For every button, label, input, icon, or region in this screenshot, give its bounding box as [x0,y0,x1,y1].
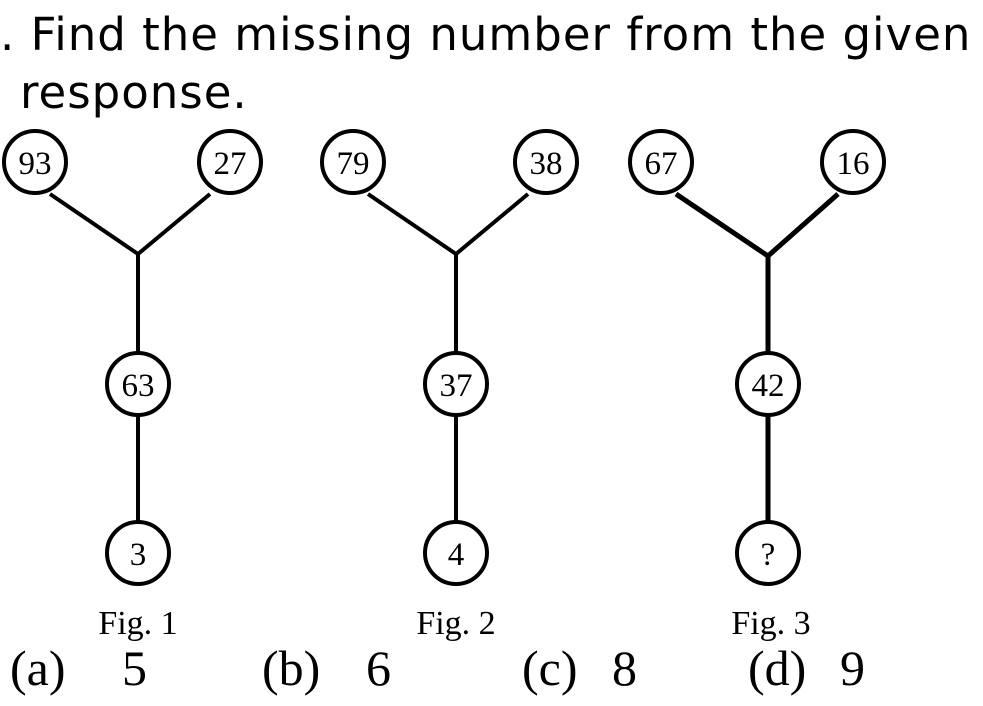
fig3-node-middle [735,351,801,417]
option-b-value: 6 [366,640,391,696]
fig2-node-middle-value: 37 [440,368,473,404]
fig2-edge-right [454,192,530,256]
figure-2: 79 38 37 4 Fig. 2 [320,129,579,642]
fig3-edge-right [766,192,840,258]
fig1-edge-right [136,192,212,256]
fig1-node-middle [105,351,171,417]
fig3-caption: Fig. 3 [731,605,810,642]
figure-1: 93 27 63 3 Fig. 1 [2,129,263,642]
option-c-value: 8 [612,640,637,696]
option-c-label: (c) [522,640,578,696]
fig2-node-top-left [320,129,386,195]
option-d-label: (d) [748,640,806,696]
fig1-node-top-right [197,129,263,195]
fig2-node-top-right-value: 38 [530,146,563,182]
option-a-value: 5 [122,640,147,696]
fig2-edge-left [366,192,458,256]
fig3-node-bottom [735,520,801,586]
fig1-node-top-left [2,129,68,195]
fig1-node-bottom-value: 3 [130,537,147,573]
fig2-node-top-right [513,129,579,195]
fig3-node-bottom-value: ? [761,537,776,573]
fig1-node-top-left-value: 93 [19,146,52,182]
fig3-node-top-left [628,129,694,195]
figure-3: 67 16 42 ? Fig. 3 [628,129,886,642]
fig2-node-bottom [423,520,489,586]
question-line-2: response. [20,66,248,119]
option-b-label: (b) [262,640,320,696]
option-a-label: (a) [10,640,66,696]
fig1-caption: Fig. 1 [98,605,177,642]
fig1-node-bottom [105,520,171,586]
fig2-caption: Fig. 2 [416,605,495,642]
fig3-node-middle-value: 42 [752,368,785,404]
option-d-value: 9 [840,640,865,696]
fig3-edge-left [674,191,770,259]
fig3-node-top-left-value: 67 [645,146,678,182]
fig2-node-top-left-value: 79 [337,146,370,182]
fig1-edge-left [48,192,140,256]
fig2-node-middle [423,351,489,417]
fig1-node-middle-value: 63 [122,368,155,404]
answer-options: (a) 5 (b) 6 (c) 8 (d) 9 [10,640,865,696]
question-line-1: . Find the missing number from the given [0,8,972,61]
fig3-node-top-right-value: 16 [837,146,870,182]
fig3-node-top-right [820,129,886,195]
fig2-node-bottom-value: 4 [448,537,465,573]
fig1-node-top-right-value: 27 [214,146,247,182]
